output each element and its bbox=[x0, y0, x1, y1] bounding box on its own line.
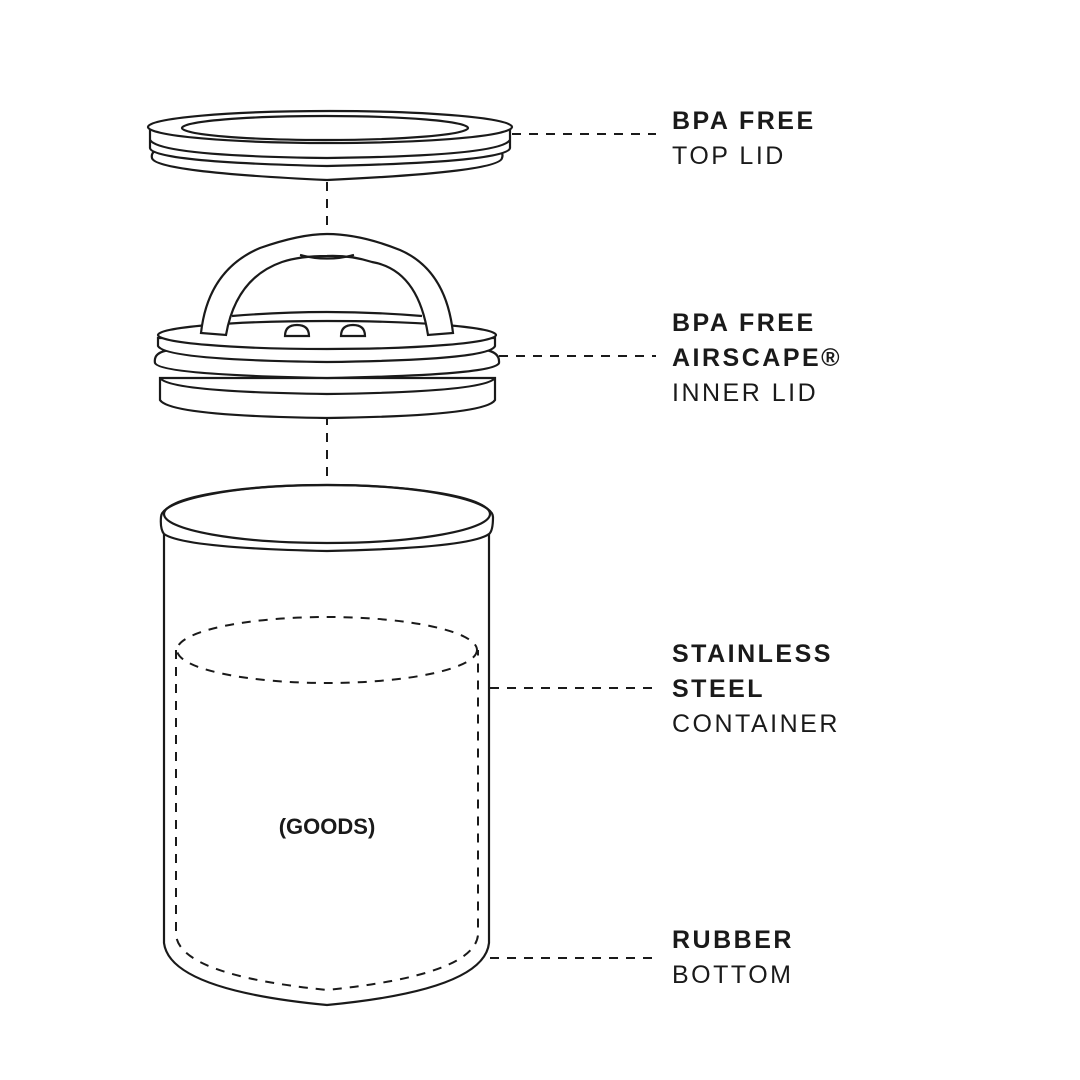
label-container-line3: CONTAINER bbox=[672, 710, 840, 738]
label-bottom-line2: BOTTOM bbox=[672, 961, 794, 989]
label-top-lid: BPA FREE TOP LID bbox=[672, 104, 816, 174]
inner-lid bbox=[153, 232, 501, 420]
label-bottom-line1: RUBBER bbox=[672, 926, 794, 954]
label-top-lid-line2: TOP LID bbox=[672, 142, 786, 170]
label-inner-lid-line3: INNER LID bbox=[672, 379, 819, 407]
label-bottom: RUBBER BOTTOM bbox=[672, 923, 794, 993]
label-container-line2: STEEL bbox=[672, 675, 766, 703]
top-lid bbox=[146, 109, 514, 182]
goods-fill-level bbox=[176, 616, 478, 684]
label-top-lid-line1: BPA FREE bbox=[672, 107, 816, 135]
label-inner-lid: BPA FREE AIRSCAPE® INNER LID bbox=[672, 306, 842, 411]
stainless-steel-container bbox=[159, 483, 495, 1007]
label-container: STAINLESS STEEL CONTAINER bbox=[672, 637, 840, 742]
label-inner-lid-line2: AIRSCAPE® bbox=[672, 344, 843, 372]
label-container-line1: STAINLESS bbox=[672, 640, 833, 668]
goods-label: (GOODS) bbox=[278, 814, 376, 839]
label-inner-lid-line1: BPA FREE bbox=[672, 309, 816, 337]
